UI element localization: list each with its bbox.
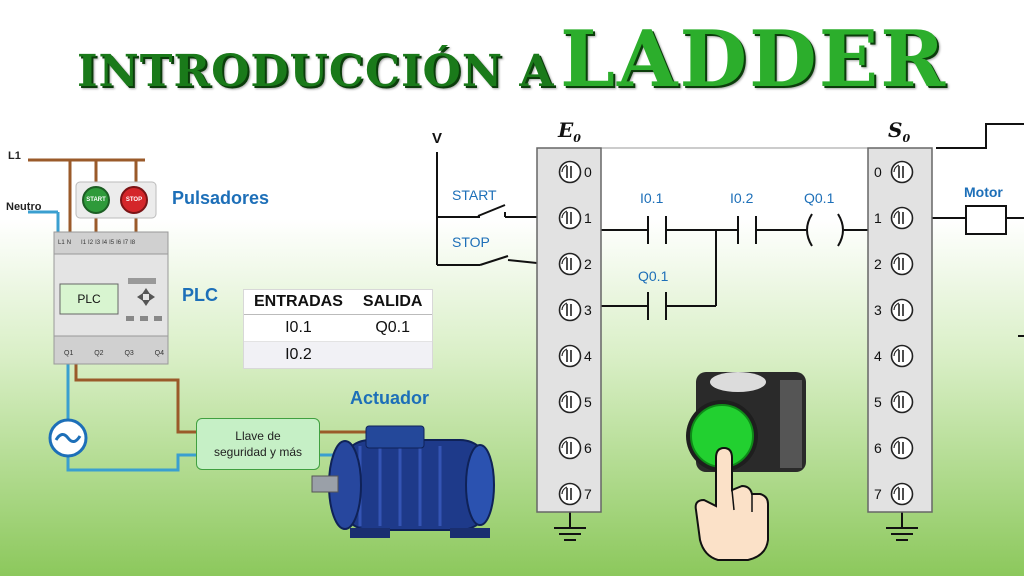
input-strip-title: E0 [558,118,581,145]
input-terminal-number: 7 [584,486,592,502]
contact-i01-label: I0.1 [640,190,664,206]
input-terminal-number: 5 [584,394,592,410]
ac-source-symbol [48,418,88,458]
plc-terminal: L1 [58,240,65,246]
motor-image [311,425,495,538]
plc-terminal: I7 [123,240,129,246]
start-wire-label: START [452,187,497,203]
plc-terminal: I6 [116,240,122,246]
plc-terminal: I4 [102,240,108,246]
title-part2: LADDER [560,14,948,105]
contact-q01-label: Q0.1 [638,268,669,284]
input-strip-letter: E [558,118,574,142]
plc-terminal: Q3 [124,350,134,357]
plc-terminal: Q2 [94,350,104,357]
safety-switch-box: Llave de seguridad y más [196,418,320,470]
input-terminal-number: 4 [584,348,592,364]
hand-icon [694,446,769,561]
output-terminal-number: 2 [874,256,882,272]
contact-i02-label: I0.2 [730,190,754,206]
stop-wire-label: STOP [452,234,490,250]
plc-screen-text: PLC [77,292,101,306]
page-title: INTRODUCCIÓN A LADDER [0,14,1024,105]
output-terminal-number: 6 [874,440,882,456]
table-header-row: ENTRADAS SALIDA [244,290,433,315]
actuador-label: Actuador [350,388,430,408]
coil-q01-label: Q0.1 [804,190,835,206]
plc-terminal: I1 [81,240,87,246]
table-row: I0.2 [244,341,433,368]
title-part1: INTRODUCCIÓN A [76,46,555,97]
plc-terminal: I2 [88,240,94,246]
pushbutton-box [75,181,157,219]
input-terminal-number: 1 [584,210,592,226]
motor-label: Motor [964,184,1003,200]
output-strip-letter: S [888,118,903,142]
voltage-label: V [432,130,443,147]
start-button-label: START [86,197,106,203]
output-terminal-number: 4 [874,348,882,364]
output-terminal-number: 3 [874,302,882,318]
stop-button-label: STOP [125,197,143,203]
input-terminal-number: 2 [584,256,592,272]
plc-label: PLC [182,285,218,305]
input-terminal-number: 0 [584,164,592,180]
output-terminal-strip [867,147,933,513]
output-terminal-number: 1 [874,210,882,226]
plc-terminal: N [66,240,72,246]
input-terminal-number: 6 [584,440,592,456]
io-table: ENTRADAS SALIDA I0.1 Q0.1 I0.2 [244,290,433,368]
plc-terminal: Q1 [64,350,74,357]
output-strip-title: S0 [888,118,910,145]
neutro-label: Neutro [6,201,42,213]
plc-terminal: I3 [95,240,101,246]
column-header: SALIDA [352,290,433,315]
column-header: ENTRADAS [244,290,353,315]
input-terminal-number: 3 [584,302,592,318]
table-cell: I0.2 [244,341,353,368]
table-cell: I0.1 [244,314,353,342]
table-cell: Q0.1 [352,314,433,342]
safety-switch-line1: Llave de [235,429,281,443]
plc-terminal: I8 [130,240,136,246]
pulsadores-label: Pulsadores [172,188,270,208]
table-row: I0.1 Q0.1 [244,314,433,342]
safety-switch-line2: seguridad y más [213,445,303,459]
plc-terminal: I5 [109,240,115,246]
output-terminal-number: 5 [874,394,882,410]
output-strip-subscript: 0 [902,132,911,145]
plc-input-labels: L1 N I1 I2 I3 I4 I5 I6 I7 I8 [58,240,135,246]
output-terminal-number: 0 [874,164,882,180]
input-terminal-strip [536,147,602,513]
l1-label: L1 [8,150,21,162]
green-pushbutton-image [686,372,806,472]
table-cell [352,341,433,368]
output-terminal-number: 7 [874,486,882,502]
plc-terminal: Q4 [154,350,164,357]
plc-unit [53,231,169,365]
input-strip-subscript: 0 [573,132,581,145]
plc-output-labels: Q1 Q2 Q3 Q4 [64,350,164,357]
